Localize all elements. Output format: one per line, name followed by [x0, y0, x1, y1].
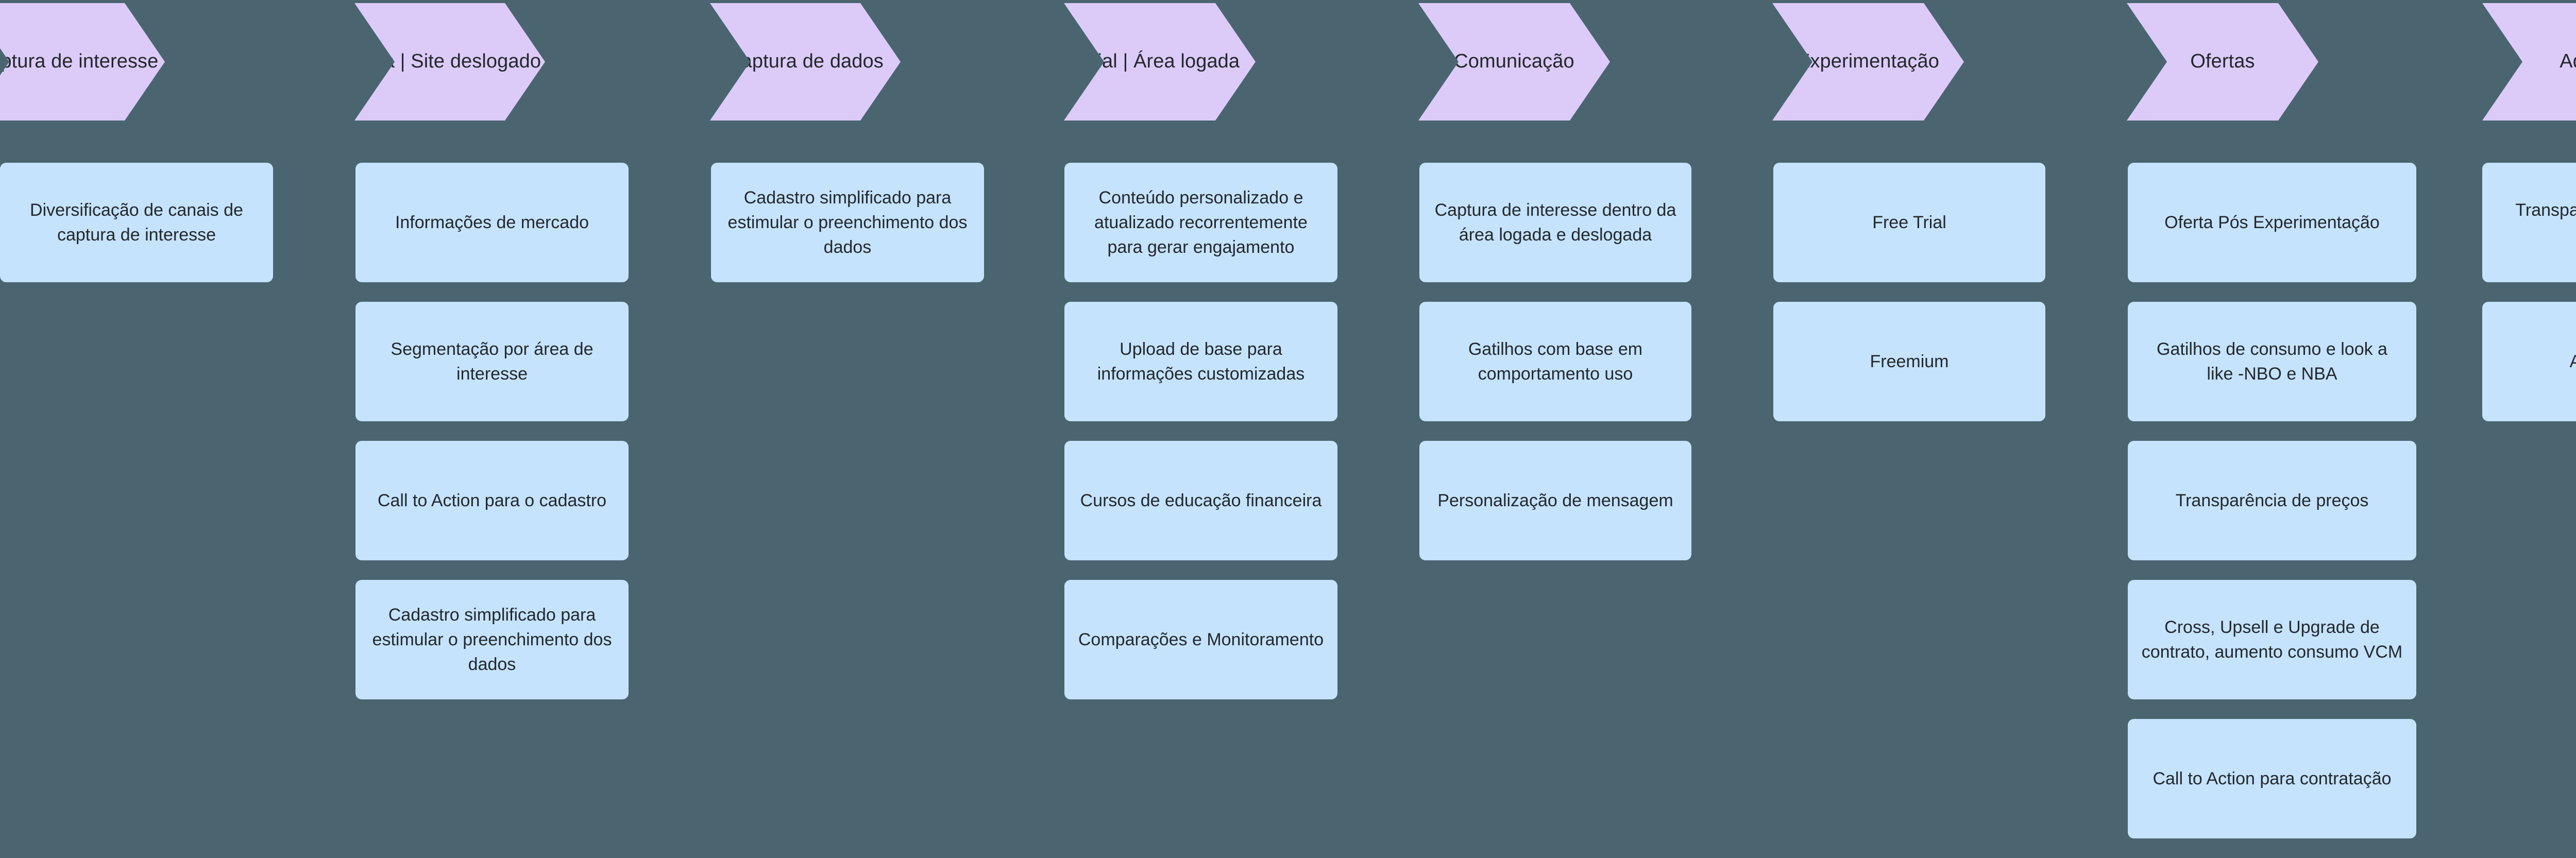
stage-header-chevron[interactable]: Captura de dados	[710, 3, 901, 121]
initiative-card-label: Cursos de educação financeira	[1080, 490, 1322, 510]
stage-header-label: Experimentação	[1797, 50, 1939, 73]
stage-header-chevron[interactable]: Ofertas	[2127, 3, 2318, 121]
initiative-card-label: Segmentação por área de interesse	[391, 339, 594, 384]
initiative-card[interactable]: Free Trial	[1773, 163, 2045, 282]
stage-column: Cadastro simplificado para estimular o p…	[711, 163, 984, 302]
initiative-card-label: Upload de base para informações customiz…	[1097, 339, 1305, 384]
initiative-card-label: Cadastro simplificado para estimular o p…	[727, 187, 968, 258]
initiative-card-label: Cadastro simplificado para estimular o p…	[372, 605, 612, 675]
stage-header-label: Ofertas	[2190, 50, 2255, 73]
initiative-card-label: Transparência de preços e consumo	[2515, 200, 2576, 220]
initiative-card[interactable]: Cadastro simplificado para estimular o p…	[355, 580, 629, 699]
initiative-card[interactable]: Segmentação por área de interesse	[355, 302, 629, 421]
stage-column: Diversificação de canais de captura de i…	[0, 163, 273, 302]
initiative-card[interactable]: Call to Action para o cadastro	[355, 441, 629, 560]
initiative-card-label: Conteúdo personalizado e atualizado reco…	[1094, 187, 1308, 258]
initiative-card[interactable]: Oferta Pós Experimentação	[2128, 163, 2416, 282]
initiative-card-label: Cross, Upsell e Upgrade de contrato, aum…	[2141, 617, 2403, 662]
stage-header-chevron[interactable]: Comunicação	[1418, 3, 1610, 121]
initiative-card[interactable]: Transparência de preços e consumo	[2482, 163, 2576, 282]
initiative-card-label: Call to Action para o cadastro	[377, 490, 607, 510]
initiative-card-label: Freemium	[1870, 351, 1949, 371]
stage-column: Transparência de preços e consumoAceite …	[2482, 163, 2576, 441]
initiative-card[interactable]: Gatilhos de consumo e look a like -NBO e…	[2128, 302, 2416, 421]
initiative-card[interactable]: Call to Action para contratação	[2128, 719, 2416, 838]
stage-header-label: Trial | Área logada	[1079, 50, 1240, 73]
initiative-card[interactable]: Diversificação de canais de captura de i…	[0, 163, 273, 282]
initiative-card-label: Call to Action para contratação	[2153, 768, 2392, 788]
initiative-card[interactable]: Comparações e Monitoramento	[1064, 580, 1337, 699]
stage-header-label: Captura de interesse	[1, 50, 159, 73]
initiative-card[interactable]: Transparência de preços	[2128, 441, 2416, 560]
initiative-card-label: Comparações e Monitoramento	[1078, 629, 1324, 649]
initiative-card[interactable]: Aceite digital	[2482, 302, 2576, 421]
initiative-card[interactable]: Freemium	[1773, 302, 2045, 421]
stage-header-row: Captura de interesse Isca | Site deslogad…	[0, 3, 2576, 121]
initiative-card-label: Personalização de mensagem	[1437, 490, 1673, 510]
initiative-card-label: Gatilhos com base em comportamento uso	[1468, 339, 1643, 384]
initiative-card-label: Diversificação de canais de captura de i…	[30, 200, 243, 245]
initiative-card[interactable]: Gatilhos com base em comportamento uso	[1419, 302, 1691, 421]
stage-header-chevron[interactable]: Trial | Área logada	[1064, 3, 1256, 121]
initiative-card[interactable]: Upload de base para informações customiz…	[1064, 302, 1337, 421]
stage-header-label: Adesão	[2560, 50, 2573, 73]
stage-header-chevron[interactable]: Isca | Site deslogado	[354, 3, 545, 121]
stage-columns: Diversificação de canais de captura de i…	[0, 163, 2576, 843]
initiative-card[interactable]: Captura de interesse dentro da área loga…	[1419, 163, 1691, 282]
stage-header-label: Captura de dados	[727, 50, 884, 73]
stage-header-chevron[interactable]: Captura de interesse	[0, 3, 165, 121]
initiative-card-label: Gatilhos de consumo e look a like -NBO e…	[2157, 339, 2387, 384]
stage-column: Captura de interesse dentro da área loga…	[1419, 163, 1691, 580]
stage-header-label: Isca | Site deslogado	[358, 50, 541, 73]
initiative-card-label: Captura de interesse dentro da área loga…	[1434, 200, 1676, 245]
initiative-card-label: Informações de mercado	[395, 212, 589, 232]
initiative-card[interactable]: Conteúdo personalizado e atualizado reco…	[1064, 163, 1337, 282]
initiative-card[interactable]: Cursos de educação financeira	[1064, 441, 1337, 560]
initiative-card[interactable]: Cadastro simplificado para estimular o p…	[711, 163, 984, 282]
initiative-card-label: Free Trial	[1872, 212, 1946, 232]
initiative-card-label: Aceite digital	[2569, 351, 2576, 371]
initiative-card[interactable]: Cross, Upsell e Upgrade de contrato, aum…	[2128, 580, 2416, 699]
stage-header-chevron[interactable]: Experimentação	[1772, 3, 1964, 121]
initiative-card-label: Oferta Pós Experimentação	[2164, 212, 2380, 232]
stage-column: Conteúdo personalizado e atualizado reco…	[1064, 163, 1337, 719]
initiative-card[interactable]: Personalização de mensagem	[1419, 441, 1691, 560]
initiative-card[interactable]: Informações de mercado	[355, 163, 629, 282]
stage-header-label: Comunicação	[1454, 50, 1574, 73]
stage-header-chevron[interactable]: Adesão	[2482, 3, 2576, 121]
initiative-card-label: Transparência de preços	[2175, 490, 2369, 510]
